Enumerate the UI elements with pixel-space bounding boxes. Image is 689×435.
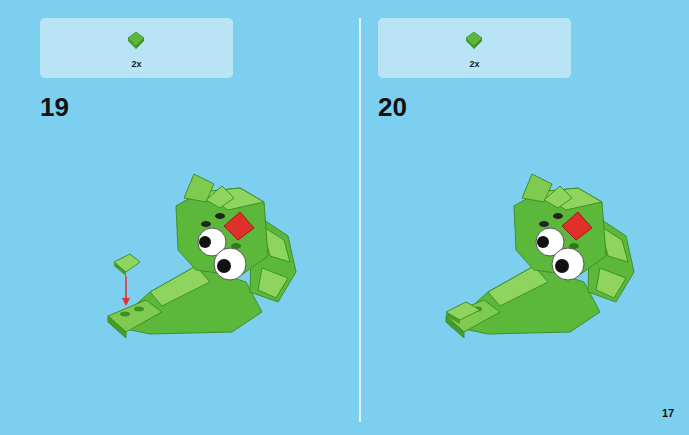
step-number: 20 bbox=[378, 94, 407, 120]
page-number: 17 bbox=[662, 408, 674, 419]
part-quantity: 2x bbox=[131, 59, 141, 69]
step-number: 19 bbox=[40, 94, 69, 120]
part-callout-box: 2x bbox=[378, 18, 571, 78]
part-callout-box: 2x bbox=[40, 18, 233, 78]
part-quantity: 2x bbox=[469, 59, 479, 69]
